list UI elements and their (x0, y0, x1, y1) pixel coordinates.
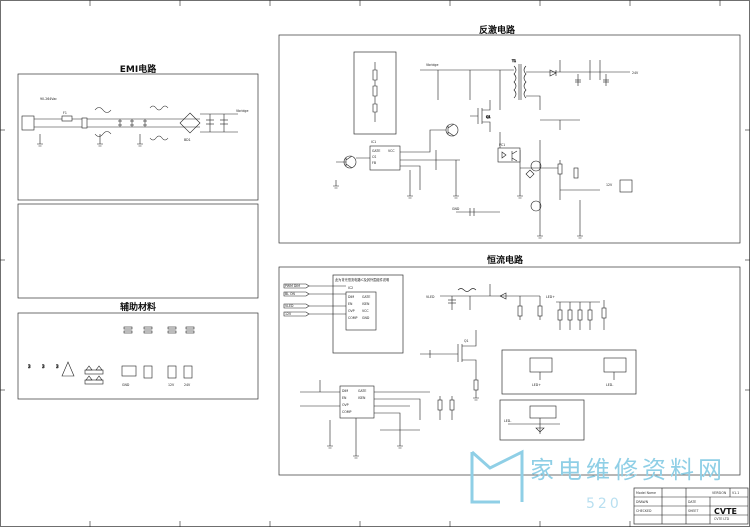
svg-text:VLED: VLED (426, 295, 435, 299)
svg-text:GND: GND (362, 316, 370, 320)
cc-note: 此为背光恒流电路IC及其外围组件说明 (335, 277, 389, 282)
svg-text:3: 3 (56, 364, 59, 369)
flyback-connector (619, 179, 633, 193)
cvte-logo: CVTE (714, 507, 737, 516)
svg-text:PC1: PC1 (499, 143, 505, 147)
svg-text:COMP: COMP (342, 410, 351, 414)
svg-text:CVTE LTD: CVTE LTD (714, 517, 730, 521)
title-block: Model Name VERSION V1.1 DRAWN DATE CHECK… (633, 487, 749, 525)
cc-title: 恒流电路 (487, 254, 524, 266)
svg-text:BL ON: BL ON (285, 292, 295, 296)
svg-text:Model Name: Model Name (636, 491, 656, 495)
emi-section: EMI电路 90-264Vac F1 BD1 (17, 63, 259, 201)
svg-text:F1: F1 (63, 111, 67, 115)
emi-title: EMI电路 (120, 63, 157, 75)
watermark: 家电维修资料网 520 (470, 449, 726, 512)
ac-inlet (21, 115, 35, 131)
flyback-title: 反激电路 (479, 24, 516, 36)
aux-title: 辅助材料 (120, 301, 156, 313)
svg-text:COMP: COMP (348, 316, 357, 320)
svg-text:DIM: DIM (348, 295, 354, 299)
blank-frame (17, 203, 259, 299)
svg-text:GATE: GATE (362, 295, 370, 299)
watermark-text: 家电维修资料网 (530, 456, 726, 484)
fuse (61, 115, 73, 122)
svg-text:V1.1: V1.1 (732, 491, 739, 495)
transformer: T1 (511, 59, 527, 100)
flyback-frame (278, 34, 741, 244)
svg-text:GND: GND (122, 383, 130, 387)
svg-text:Q1: Q1 (486, 115, 491, 119)
vbridge-label: Vbridge (236, 109, 248, 113)
flyback-optocoupler: PC1 (497, 143, 521, 163)
svg-text:OVP: OVP (342, 403, 349, 407)
bridge-rectifier: BD1 (179, 112, 201, 142)
svg-text:12V: 12V (606, 183, 613, 187)
cc-frame (278, 266, 741, 476)
svg-text:SHEET: SHEET (688, 509, 698, 513)
watermark-url: 520 (586, 496, 622, 512)
svg-text:DRAWN: DRAWN (636, 500, 649, 504)
svg-text:CS: CS (372, 155, 376, 159)
svg-text:BD1: BD1 (184, 138, 191, 142)
svg-text:DIM: DIM (342, 389, 348, 393)
output-24v-label: 24V (632, 71, 639, 75)
flyback-mosfet: Q1 (470, 100, 491, 132)
svg-text:12V: 12V (285, 312, 292, 316)
svg-text:VERSION: VERSION (712, 491, 727, 495)
cc-ic-lower: DIM EN OVP COMP GATE ISEN (339, 385, 375, 419)
svg-text:12V: 12V (168, 383, 175, 387)
vbridge-in-label: Vbridge (426, 63, 438, 67)
cc-section: 恒流电路 此为背光恒流电路IC及其外围组件说明 IC2 DIM EN OVP C… (278, 254, 741, 476)
svg-text:GATE: GATE (372, 149, 380, 153)
svg-text:LED+: LED+ (532, 383, 541, 387)
ac-input-label: 90-264Vac (40, 97, 57, 101)
common-mode-choke (149, 105, 169, 141)
svg-text:DATE: DATE (688, 500, 696, 504)
led-output-box (499, 399, 585, 441)
svg-text:ISEN: ISEN (358, 396, 366, 400)
svg-text:T1: T1 (511, 59, 516, 63)
svg-text:3: 3 (28, 364, 31, 369)
svg-text:FB: FB (372, 161, 376, 165)
emi-frame (17, 73, 259, 201)
svg-text:ISEN: ISEN (362, 302, 370, 306)
svg-text:24V: 24V (184, 383, 191, 387)
aux-section: 辅助材料 3 3 3 GND 12V 24V (17, 301, 259, 400)
svg-text:GATE: GATE (358, 389, 366, 393)
led-connector-box (501, 349, 637, 395)
svg-text:3: 3 (42, 364, 45, 369)
watermark-logo-icon (470, 449, 524, 504)
svg-text:LED+: LED+ (546, 295, 555, 299)
svg-text:EN: EN (348, 302, 353, 306)
svg-text:CHECKED: CHECKED (636, 509, 652, 513)
svg-text:Q1: Q1 (464, 339, 469, 343)
svg-text:LED-: LED- (606, 383, 613, 387)
svg-text:IC2: IC2 (348, 286, 353, 290)
svg-text:VCC: VCC (362, 309, 369, 313)
svg-text:VLED: VLED (285, 304, 294, 308)
svg-text:OVP: OVP (348, 309, 355, 313)
flyback-section: 反激电路 T1 Vbridge 24V IC1 GATE CS F (278, 24, 741, 244)
flyback-ic: IC1 GATE CS FB VCC (369, 140, 401, 171)
svg-text:IC1: IC1 (371, 140, 376, 144)
svg-text:VCC: VCC (388, 149, 395, 153)
aux-frame (17, 312, 259, 400)
svg-text:GND: GND (452, 207, 460, 211)
divider-box (353, 51, 397, 135)
svg-text:LED-: LED- (504, 419, 511, 423)
svg-text:EN: EN (342, 396, 347, 400)
cc-ic-symbol: IC2 DIM EN OVP COMP GATE ISEN VCC GND (345, 286, 377, 331)
svg-text:PWM DIM: PWM DIM (285, 284, 300, 288)
